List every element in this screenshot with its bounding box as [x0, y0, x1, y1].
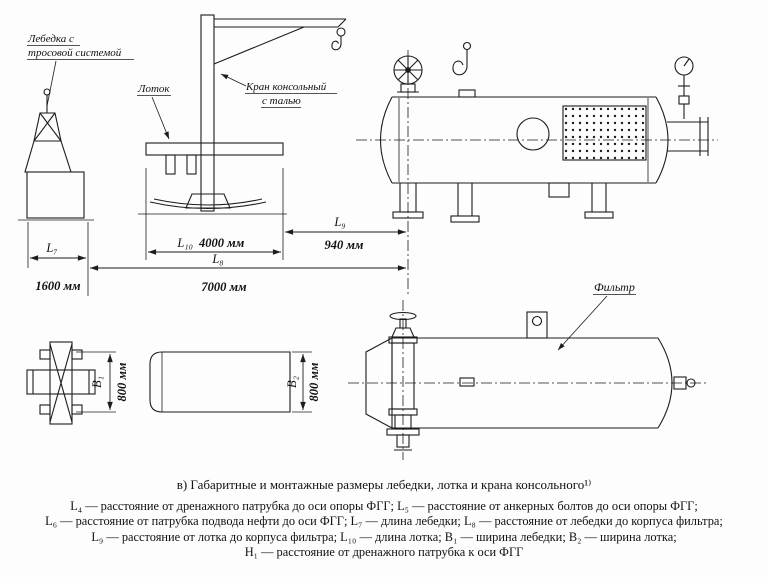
winch-label-line1: Лебедка с: [27, 33, 74, 45]
dim-label-L9: L₉: [333, 215, 345, 229]
crane-label-line1: Кран консольный: [245, 81, 327, 93]
dim-label-B1: B₁: [90, 376, 104, 388]
crane-pulley-icon: [336, 27, 346, 37]
crane-label-line2: с талью: [262, 95, 301, 107]
dim-value-B1: 800 мм: [115, 362, 129, 401]
winch-leader-line: [46, 60, 57, 107]
dim-B1: B₁ 800 мм: [76, 351, 129, 413]
legend-line-2: L₆ — расстояние от патрубка подвода нефт…: [45, 514, 723, 529]
filter-label: Фильтр: [557, 280, 636, 351]
pressure-gauge-icon: [674, 56, 694, 119]
dim-label-L10: L₁₀: [176, 236, 193, 250]
dim-value-L7: 1600 мм: [35, 279, 81, 293]
tray-elevation: [138, 142, 287, 215]
crane-leader-line: [220, 73, 247, 87]
manhole-circle: [516, 117, 550, 151]
winch-label-line2: тросовой системой: [28, 47, 122, 59]
filter-leader-line: [557, 295, 608, 351]
handwheel-valve-icon: [393, 55, 423, 93]
dim-label-B2: B₂: [285, 375, 299, 388]
dim-B2: B₂ 800 мм: [285, 351, 321, 413]
winch-front-view: [18, 88, 94, 221]
vessel-supports: [392, 182, 614, 223]
tray-label: Лоток: [137, 83, 171, 140]
technical-drawing: Лебедка с тросовой системой Лоток Кран к…: [18, 14, 718, 460]
winch-top-view: [26, 341, 96, 425]
dim-value-L10: 4000 мм: [198, 236, 245, 250]
filter-valve-stack: [386, 300, 420, 460]
filter-side-view: [348, 300, 706, 460]
tray-top-view: [149, 351, 291, 413]
crane-hook-icon: [331, 40, 342, 51]
figure-caption: в) Габаритные и монтажные размеры лебедк…: [176, 477, 592, 492]
filter-label-text: Фильтр: [594, 280, 635, 294]
dim-label-L7: L₇: [45, 241, 57, 255]
legend-line-4: H₁ — расстояние от дренажного патрубка к…: [244, 544, 524, 559]
dim-value-L9: 940 мм: [324, 238, 363, 252]
tray-label-text: Лоток: [137, 83, 170, 95]
dim-value-B2: 800 мм: [307, 362, 321, 401]
console-crane: [200, 14, 347, 212]
tray-leader-line: [151, 96, 170, 140]
dimensions-top: L₇ 1600 мм L₈ 7000 мм L₉ 940 мм L₁₀ 4000…: [27, 168, 406, 296]
dim-label-L8: L₈: [211, 252, 223, 266]
legend-line-3: L₉ — расстояние от лотка до корпуса филь…: [91, 529, 677, 544]
winch-label: Лебедка с тросовой системой: [27, 33, 134, 107]
legend: L₄ — расстояние от дренажного патрубка д…: [0, 499, 768, 560]
crane-label: Кран консольный с талью: [220, 73, 337, 108]
legend-line-1: L₄ — расстояние от дренажного патрубка д…: [70, 499, 698, 513]
hook-icon: [452, 41, 476, 98]
perforated-plate-dots: [563, 106, 646, 160]
lifting-lug-icon: [526, 311, 548, 339]
separator-elevation: [356, 41, 718, 296]
dim-value-L8: 7000 мм: [201, 280, 247, 294]
